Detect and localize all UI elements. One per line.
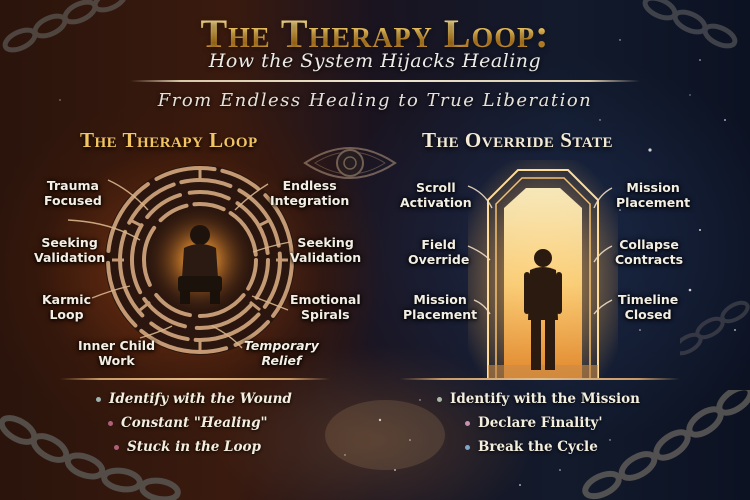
subtitle: How the System Hijacks Healing xyxy=(208,50,542,72)
bullet-dot-icon xyxy=(437,397,442,402)
bullet-dot-icon xyxy=(114,445,119,450)
override-state-title: The Override State xyxy=(422,128,613,152)
left-divider xyxy=(60,378,330,380)
bullet-dot-icon xyxy=(96,397,101,402)
override-state-bullet-list: Identify with the Mission Declare Finali… xyxy=(437,387,640,459)
chain-right-mid-icon xyxy=(680,300,750,356)
bullet-item: Declare Finality' xyxy=(437,411,640,435)
bullet-item: Identify with the Mission xyxy=(437,387,640,411)
main-title: The Therapy Loop: xyxy=(0,10,750,57)
standing-person-icon xyxy=(524,249,562,370)
bullet-item: Constant "Healing" xyxy=(96,411,292,435)
therapy-loop-title: The Therapy Loop xyxy=(80,128,258,152)
header-divider xyxy=(130,80,640,82)
glowing-portal-illustration xyxy=(468,160,618,380)
tagline: From Endless Healing to True Liberation xyxy=(157,90,593,111)
seated-person-icon xyxy=(178,225,222,304)
right-divider xyxy=(400,378,680,380)
bullet-dot-icon xyxy=(465,445,470,450)
circular-maze-illustration xyxy=(105,165,295,355)
bullet-dot-icon xyxy=(108,421,113,426)
bullet-item: Stuck in the Loop xyxy=(96,435,292,459)
therapy-loop-bullet-list: Identify with the Wound Constant "Healin… xyxy=(96,387,292,459)
bullet-item: Identify with the Wound xyxy=(96,387,292,411)
bullet-dot-icon xyxy=(465,421,470,426)
all-seeing-eye-icon xyxy=(303,147,397,179)
bullet-item: Break the Cycle xyxy=(437,435,640,459)
